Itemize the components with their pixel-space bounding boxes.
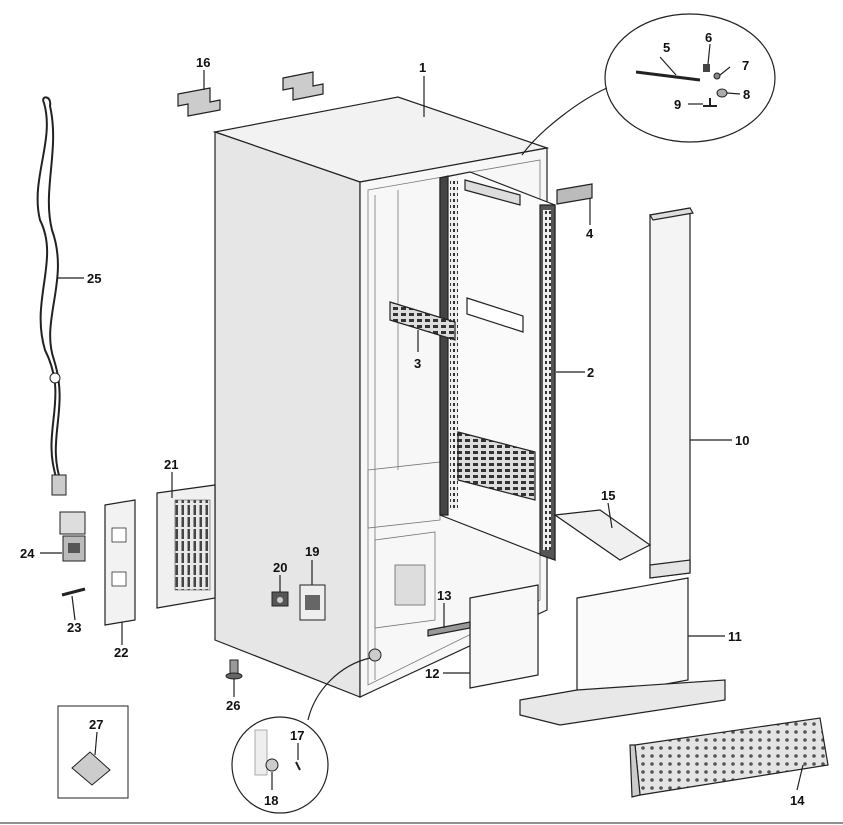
callout-25: 25 (87, 271, 101, 286)
washer-8 (716, 88, 728, 98)
callout-8: 8 (743, 87, 750, 102)
nut-6 (703, 64, 710, 72)
thermostat-20 (271, 591, 289, 607)
floor-tray-15 (553, 509, 652, 561)
cable-plug (51, 474, 67, 496)
connector-24 (59, 511, 86, 562)
callout-7: 7 (742, 58, 749, 73)
switch-19 (299, 584, 326, 621)
screw-9 (703, 98, 717, 107)
plate-22 (104, 499, 136, 626)
callout-19: 19 (305, 544, 319, 559)
callout-10: 10 (735, 433, 749, 448)
callout-23: 23 (67, 620, 81, 635)
cable-loop (49, 372, 61, 384)
callout-14: 14 (790, 793, 805, 808)
leveling-leg-26 (225, 659, 243, 680)
rod-5 (635, 70, 701, 82)
callout-11: 11 (728, 629, 742, 644)
side-panel-10 (649, 207, 694, 579)
callout-24: 24 (20, 546, 35, 561)
cable-25 (36, 96, 63, 486)
kickplate-14 (629, 717, 829, 798)
callout-6: 6 (705, 30, 712, 45)
callout-15: 15 (601, 488, 615, 503)
callout-22: 22 (114, 645, 128, 660)
washer-7 (713, 72, 721, 80)
callout-17: 17 (290, 728, 304, 743)
brackets-16 (177, 71, 324, 117)
callout-1: 1 (419, 60, 426, 75)
callout-27: 27 (89, 717, 103, 732)
callout-26: 26 (226, 698, 240, 713)
detail-leader-bottom (307, 657, 371, 721)
callout-18: 18 (264, 793, 278, 808)
pin-17 (295, 761, 301, 771)
callout-21: 21 (164, 457, 178, 472)
back-panel (439, 171, 556, 561)
vent-grille-3 (389, 301, 456, 341)
bracket-4 (556, 183, 593, 205)
callout-12: 12 (425, 666, 439, 681)
callout-4: 4 (586, 226, 594, 241)
callout-labels: 1 2 3 4 5 6 7 8 9 10 11 12 13 14 15 16 1… (20, 30, 805, 808)
detail-circle-bottom (231, 716, 329, 814)
base-panel-11 (519, 577, 726, 726)
callout-13: 13 (437, 588, 451, 603)
callout-20: 20 (273, 560, 287, 575)
leader-lines (40, 43, 804, 791)
strip-13 (427, 621, 471, 637)
roller-18 (265, 758, 279, 772)
door-12 (469, 584, 539, 689)
detail-leader-top (521, 87, 608, 156)
callout-9: 9 (674, 97, 681, 112)
grille-21 (156, 484, 216, 609)
callout-16: 16 (196, 55, 210, 70)
key-27 (71, 751, 111, 786)
callout-5: 5 (663, 40, 670, 55)
screw-23 (61, 587, 86, 597)
callout-3: 3 (414, 356, 421, 371)
callout-2: 2 (587, 365, 594, 380)
